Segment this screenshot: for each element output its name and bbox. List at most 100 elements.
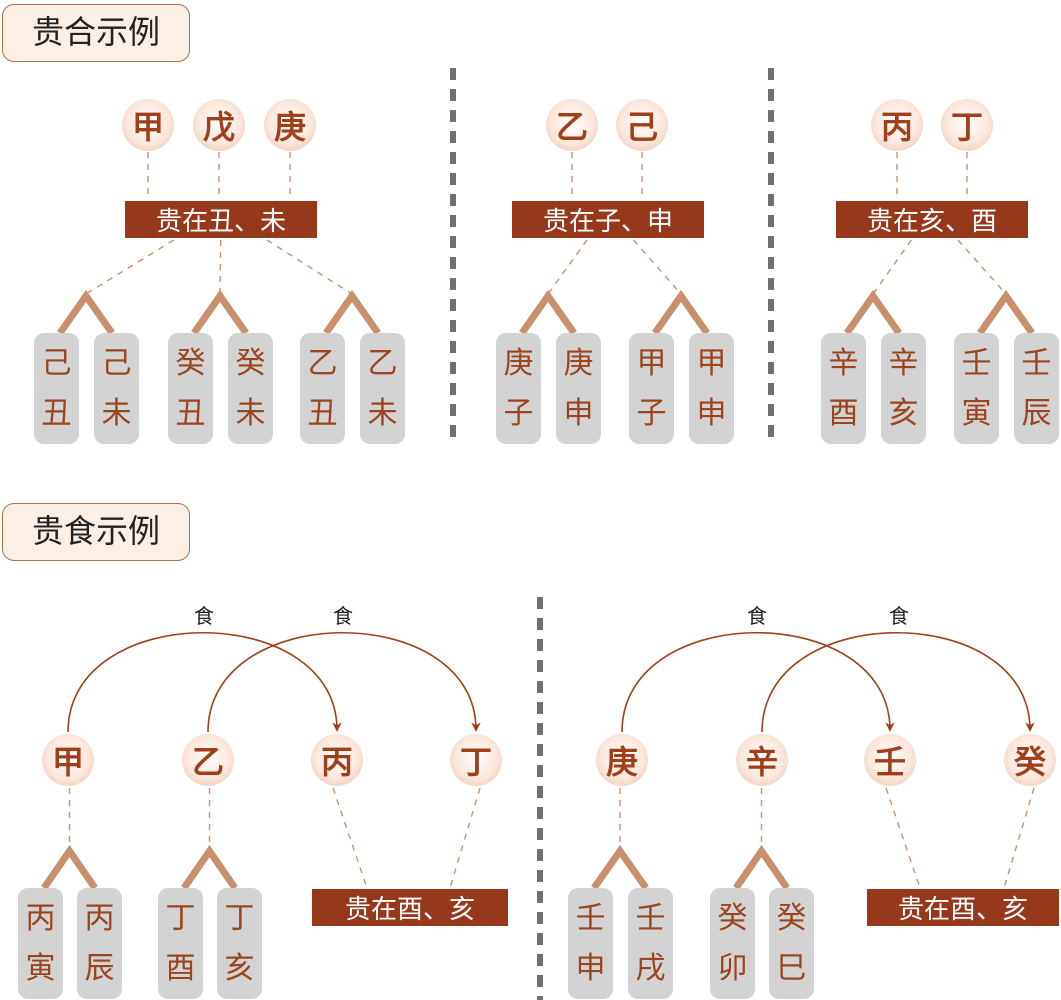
pill-stem-char: 丙 xyxy=(84,900,115,936)
pill-branch-char: 丑 xyxy=(41,395,72,431)
eat-label: 食 xyxy=(333,604,353,628)
pill-branch-char: 辰 xyxy=(84,950,115,986)
pill-stem-char: 辛 xyxy=(828,345,859,381)
branch-connector xyxy=(519,289,577,336)
pill-stem-char: 丙 xyxy=(25,900,56,936)
pill-stem-char: 己 xyxy=(41,345,72,381)
branch-connector xyxy=(41,844,98,890)
pill-stem-char: 壬 xyxy=(1021,345,1052,381)
noble-banner: 贵在酉、亥 xyxy=(867,889,1059,926)
stem-branch-pill: 己丑 xyxy=(34,333,79,444)
branch-dash xyxy=(266,239,353,295)
pill-branch-char: 未 xyxy=(101,395,132,431)
pill-stem-char: 癸 xyxy=(235,345,266,381)
banner-connector xyxy=(885,787,921,889)
stem-branch-pill: 辛亥 xyxy=(881,333,926,444)
eat-arrow xyxy=(621,631,895,733)
stem-branch-pill: 癸巳 xyxy=(769,888,814,999)
pill-branch-char: 未 xyxy=(367,395,398,431)
pill-branch-char: 子 xyxy=(503,395,534,431)
pill-stem-char: 壬 xyxy=(961,345,992,381)
banner-connector xyxy=(1003,787,1035,889)
pill-branch-char: 申 xyxy=(563,395,594,431)
stem-branch-pill: 甲子 xyxy=(629,333,674,444)
stem-circle: 乙 xyxy=(546,99,598,151)
stem-circle: 壬 xyxy=(864,734,916,786)
stem-branch-pill: 己未 xyxy=(94,333,139,444)
pill-branch-char: 辰 xyxy=(1021,395,1052,431)
pill-stem-char: 甲 xyxy=(636,345,667,381)
branch-dash xyxy=(633,239,682,295)
stem-circle: 甲 xyxy=(42,734,94,786)
stem-circle: 丁 xyxy=(450,734,502,786)
noble-banner: 贵在丑、未 xyxy=(125,201,317,238)
pill-branch-char: 丑 xyxy=(307,395,338,431)
noble-banner: 贵在亥、酉 xyxy=(836,201,1028,238)
branch-connector xyxy=(591,844,649,891)
section-title-guihe: 贵合示例 xyxy=(2,4,190,62)
branch-dash xyxy=(872,239,912,295)
stem-branch-pill: 庚子 xyxy=(496,333,541,444)
pill-stem-char: 庚 xyxy=(563,345,594,381)
stem-circle: 戊 xyxy=(193,99,245,151)
stem-circle: 甲 xyxy=(122,99,174,151)
branch-connector xyxy=(191,289,249,336)
pill-branch-char: 卯 xyxy=(717,950,748,986)
pill-stem-char: 甲 xyxy=(696,345,727,381)
stem-branch-pill: 丁亥 xyxy=(217,888,262,999)
branch-dash xyxy=(85,239,175,295)
banner-connector xyxy=(449,787,481,889)
pill-stem-char: 癸 xyxy=(175,345,206,381)
stem-branch-pill: 癸丑 xyxy=(168,333,213,444)
branch-connector xyxy=(652,289,710,336)
pill-branch-char: 酉 xyxy=(828,395,859,431)
stem-circle: 乙 xyxy=(182,734,234,786)
stem-branch-pill: 壬辰 xyxy=(1014,333,1059,444)
pill-branch-char: 申 xyxy=(696,395,727,431)
stem-branch-pill: 乙丑 xyxy=(300,333,345,444)
branch-dash xyxy=(219,239,222,295)
stem-branch-pill: 壬申 xyxy=(568,888,613,999)
pill-stem-char: 辛 xyxy=(888,345,919,381)
pill-stem-char: 癸 xyxy=(776,900,807,936)
branch-connector xyxy=(844,289,902,336)
pill-stem-char: 己 xyxy=(101,345,132,381)
stem-circle: 己 xyxy=(616,99,668,151)
stem-branch-pill: 丁酉 xyxy=(158,888,203,999)
branch-connector xyxy=(57,289,115,336)
pill-stem-char: 丁 xyxy=(165,900,196,936)
stem-circle: 丁 xyxy=(941,99,993,151)
branch-dash xyxy=(957,239,1007,295)
pill-branch-char: 亥 xyxy=(888,395,919,431)
stem-branch-pill: 壬寅 xyxy=(954,333,999,444)
pill-branch-char: 亥 xyxy=(224,950,255,986)
stem-circle: 庚 xyxy=(596,734,648,786)
eat-arrow xyxy=(207,631,481,733)
pill-branch-char: 丑 xyxy=(175,395,206,431)
pill-branch-char: 巳 xyxy=(776,950,807,986)
pill-stem-char: 庚 xyxy=(503,345,534,381)
pill-branch-char: 申 xyxy=(575,950,606,986)
pill-stem-char: 壬 xyxy=(635,900,666,936)
stem-circle: 庚 xyxy=(264,99,316,151)
eat-label: 食 xyxy=(889,604,909,628)
branch-connector xyxy=(323,289,381,336)
pill-stem-char: 丁 xyxy=(224,900,255,936)
pill-branch-char: 酉 xyxy=(165,950,196,986)
stem-branch-pill: 乙未 xyxy=(360,333,405,444)
stem-branch-pill: 甲申 xyxy=(689,333,734,444)
eat-label: 食 xyxy=(194,604,214,628)
pill-branch-char: 戌 xyxy=(635,950,666,986)
branch-connector xyxy=(181,844,238,890)
eat-label: 食 xyxy=(747,604,767,628)
branch-connector xyxy=(977,289,1035,336)
noble-banner: 贵在酉、亥 xyxy=(312,889,508,926)
stem-circle: 丙 xyxy=(311,734,363,786)
stem-branch-pill: 癸卯 xyxy=(710,888,755,999)
branch-connector xyxy=(733,844,790,890)
stem-branch-pill: 癸未 xyxy=(228,333,273,444)
banner-connector xyxy=(332,787,368,889)
pill-branch-char: 寅 xyxy=(25,950,56,986)
stem-branch-pill: 壬戌 xyxy=(628,888,673,999)
stem-circle: 丙 xyxy=(871,99,923,151)
